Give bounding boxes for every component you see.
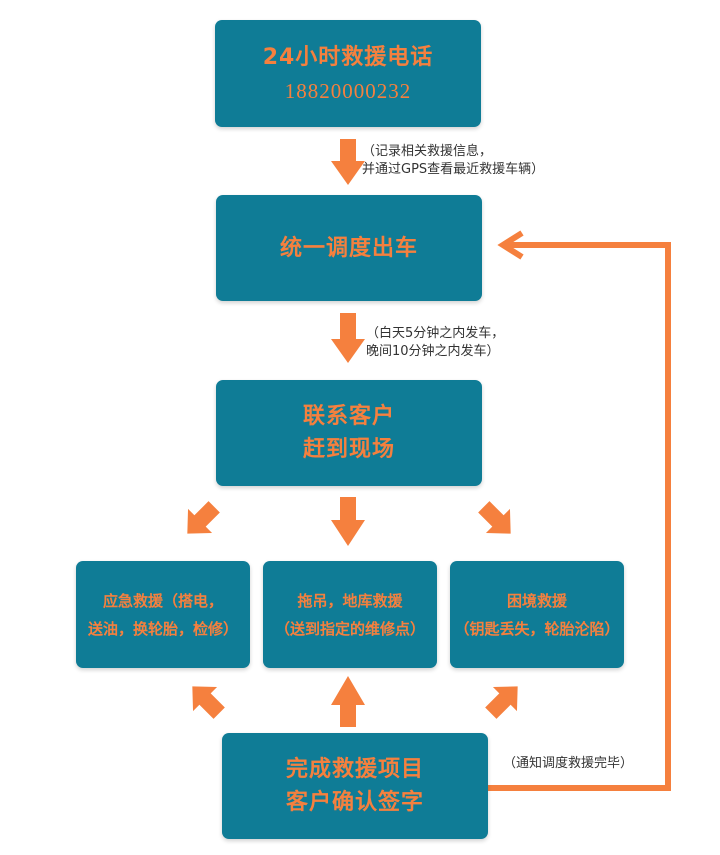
complete-line2: 客户确认签字 bbox=[285, 790, 424, 815]
service-predicament-line2: （钥匙丢失，轮胎沦陷） bbox=[454, 619, 620, 638]
arrow-complete-to-tow bbox=[331, 676, 365, 727]
service-tow-line1: 拖吊，地库救援 bbox=[297, 591, 403, 610]
arrow-contact-to-emergency bbox=[187, 501, 220, 534]
hotline-phone[interactable]: 18820000232 bbox=[284, 79, 412, 103]
note-record-line1: （记录相关救援信息， bbox=[362, 144, 493, 159]
note-record-info: （记录相关救援信息， 并通过GPS查看最近救援车辆） bbox=[362, 143, 544, 179]
note-time-line1: （白天5分钟之内发车， bbox=[366, 326, 505, 341]
note-record-line2: 并通过GPS查看最近救援车辆） bbox=[362, 162, 545, 177]
complete-box: 完成救援项目 客户确认签字 bbox=[222, 733, 488, 839]
service-predicament-line1: 困境救援 bbox=[506, 591, 567, 610]
service-emergency-box: 应急救援（搭电， 送油，换轮胎，检修） bbox=[76, 561, 250, 668]
service-predicament-box: 困境救援 （钥匙丢失，轮胎沦陷） bbox=[450, 561, 624, 668]
contact-line2: 赶到现场 bbox=[302, 437, 395, 462]
service-tow-box: 拖吊，地库救援 （送到指定的维修点） bbox=[263, 561, 437, 668]
note-time-line2: 晚间10分钟之内发车） bbox=[366, 344, 500, 359]
arrow-dispatch-to-contact bbox=[331, 313, 365, 363]
arrow-complete-to-predicament bbox=[485, 686, 518, 719]
arrow-hotline-to-dispatch bbox=[331, 139, 365, 185]
service-tow-line2: （送到指定的维修点） bbox=[274, 619, 425, 638]
note-departure-time: （白天5分钟之内发车， 晚间10分钟之内发车） bbox=[366, 325, 504, 361]
hotline-title: 24小时救援电话 bbox=[262, 45, 434, 70]
service-emergency-line1: 应急救援（搭电， bbox=[102, 591, 223, 610]
dispatch-box: 统一调度出车 bbox=[216, 195, 482, 301]
loop-back-arrow bbox=[487, 230, 671, 791]
arrow-contact-to-tow bbox=[331, 497, 365, 546]
dispatch-label: 统一调度出车 bbox=[279, 235, 418, 261]
complete-line1: 完成救援项目 bbox=[285, 757, 424, 782]
service-emergency-line2: 送油，换轮胎，检修） bbox=[87, 619, 238, 638]
arrow-complete-to-emergency bbox=[192, 686, 225, 719]
contact-line1: 联系客户 bbox=[302, 404, 395, 429]
hotline-box: 24小时救援电话 18820000232 bbox=[215, 20, 481, 127]
contact-box: 联系客户 赶到现场 bbox=[216, 380, 482, 486]
note-notify-dispatch: （通知调度救援完毕） bbox=[503, 756, 634, 771]
arrow-contact-to-predicament bbox=[478, 501, 511, 534]
